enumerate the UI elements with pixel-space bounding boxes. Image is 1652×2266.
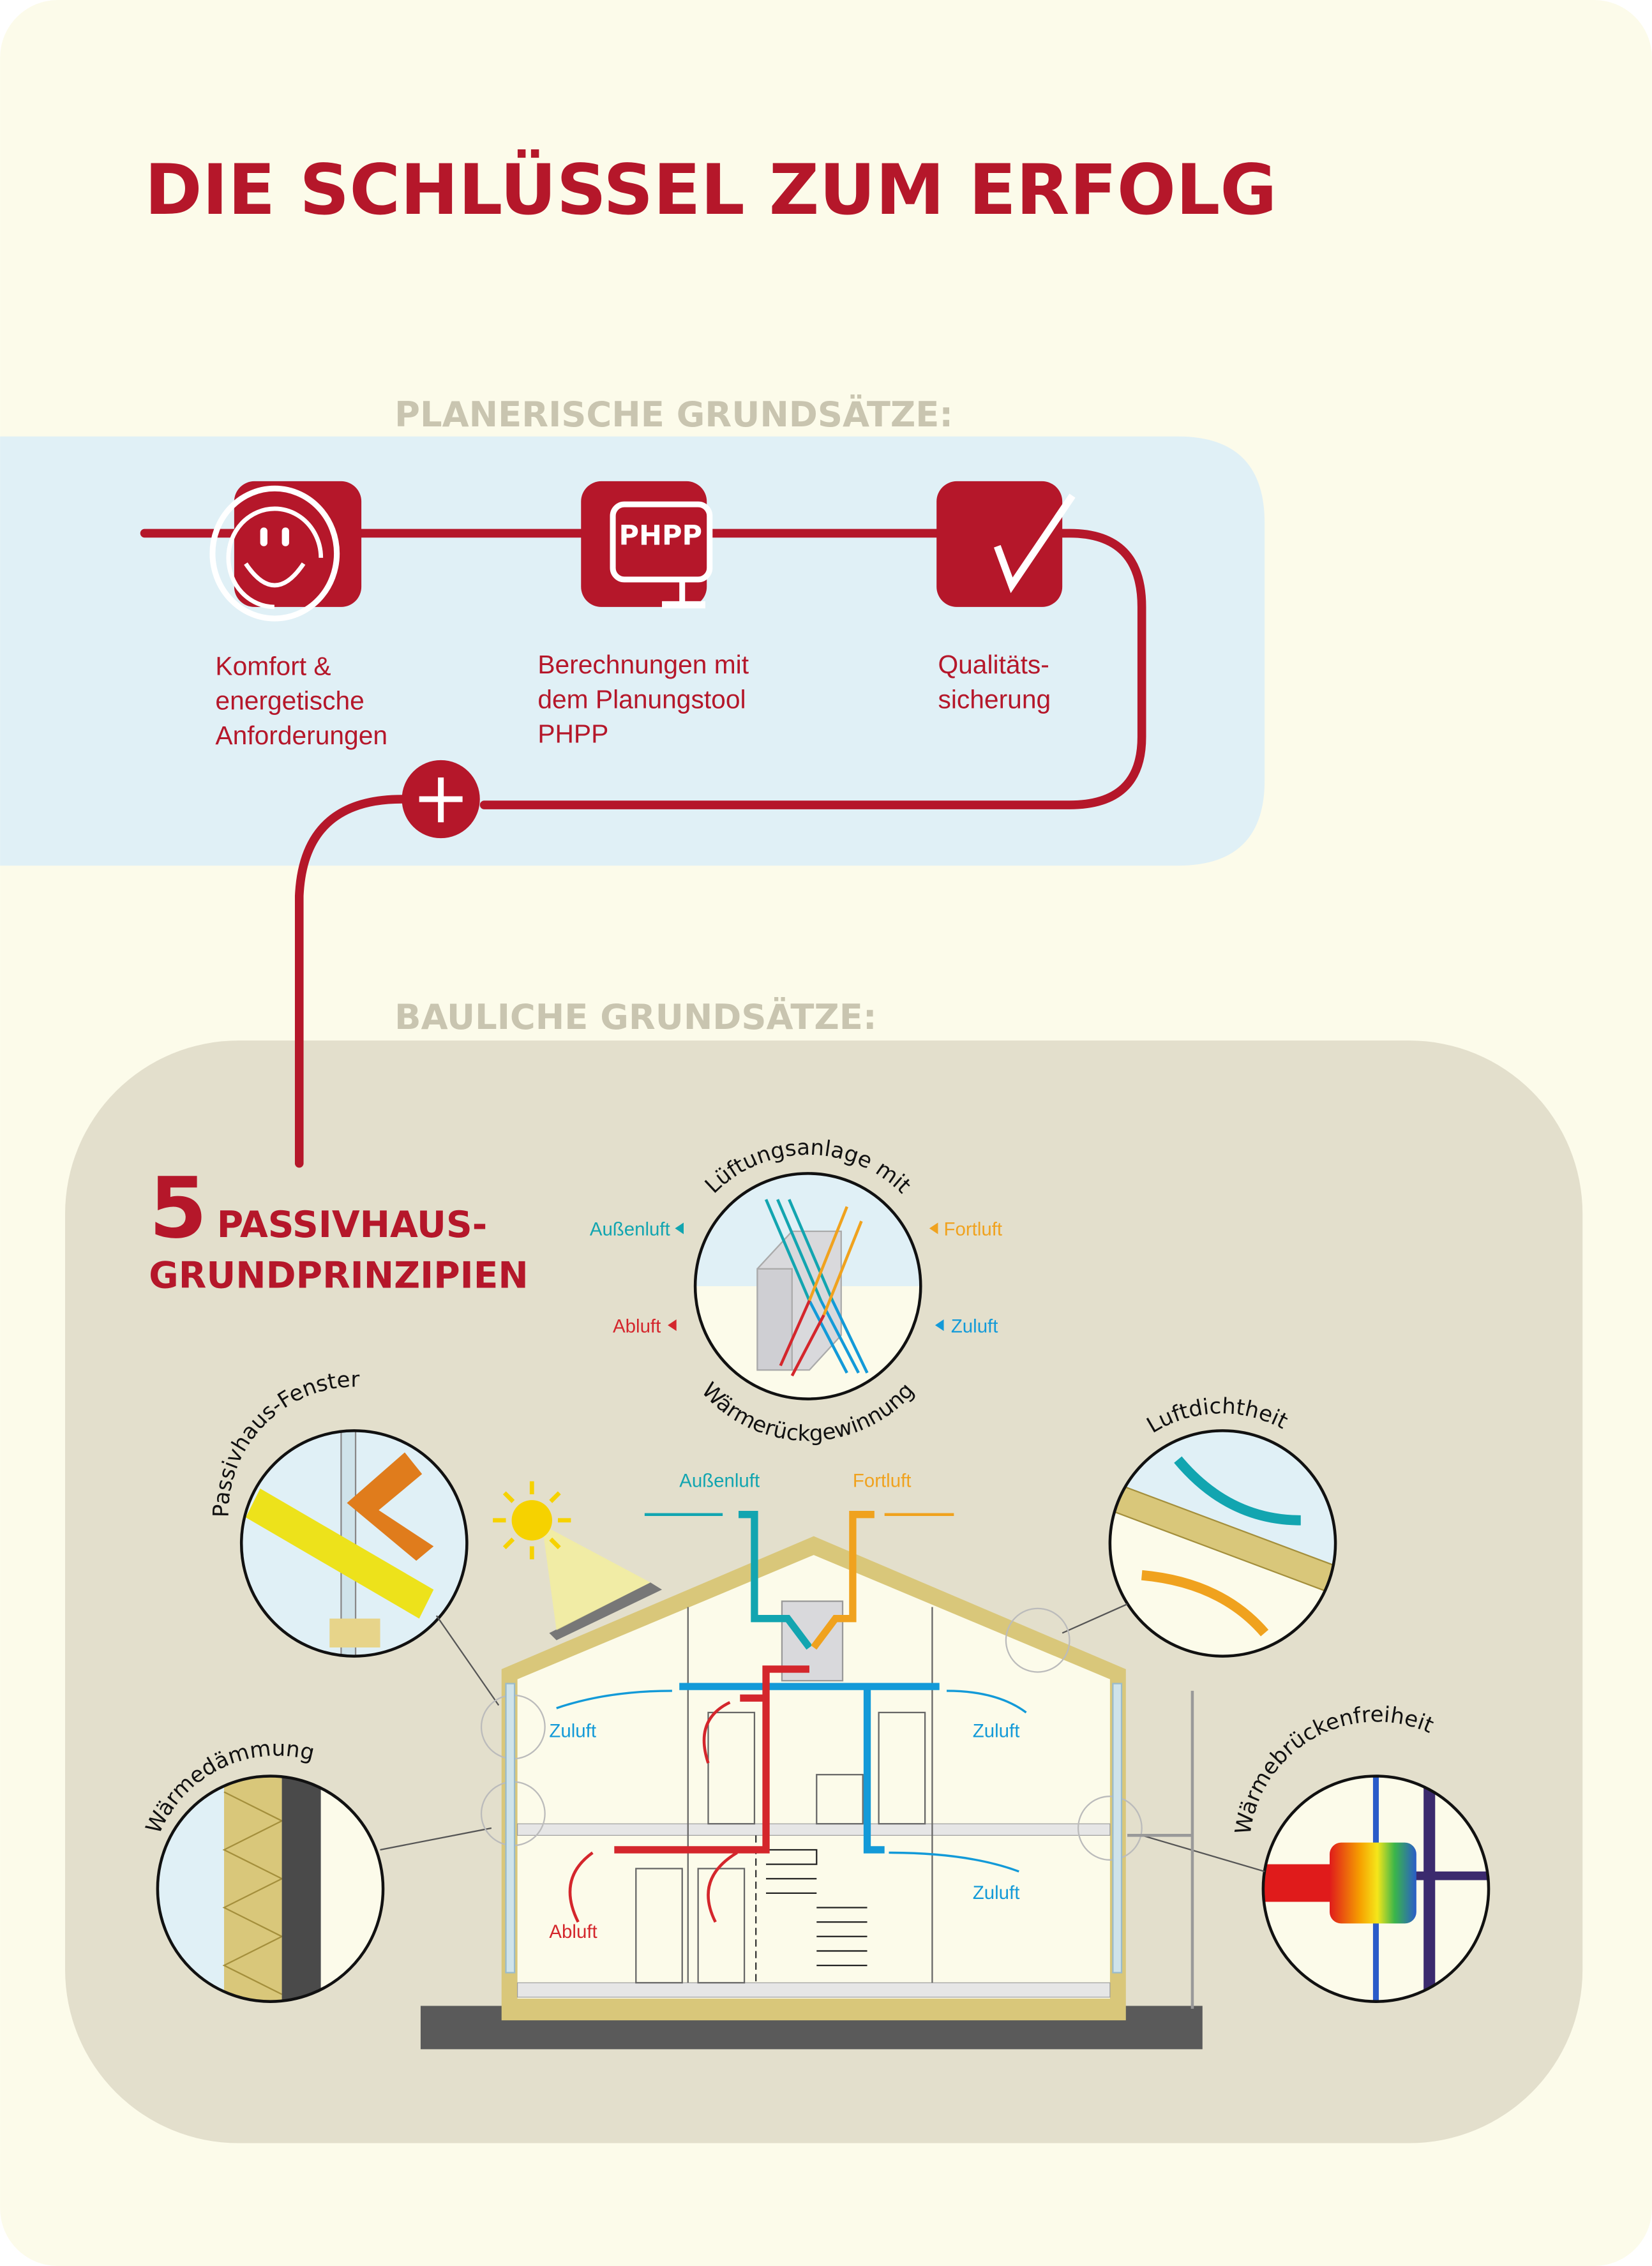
- arrow-icon: [675, 1222, 684, 1234]
- phpp-monitor-icon: PHPP: [581, 481, 713, 609]
- house-fortluft-label: Fortluft: [853, 1471, 912, 1492]
- planning-heading: PLANERISCHE GRUNDSÄTZE:: [394, 394, 953, 435]
- house-zuluft-label: Zuluft: [973, 1882, 1020, 1903]
- connector-line: [140, 529, 1146, 809]
- step-label: Anforderungen: [215, 721, 387, 750]
- step-label: sicherung: [938, 684, 1051, 714]
- house-zuluft-label: Zuluft: [973, 1720, 1020, 1741]
- checkmark-icon: [936, 481, 1076, 607]
- step-label: Komfort &: [215, 651, 331, 680]
- vent-abluft-label: Abluft: [613, 1316, 661, 1337]
- house-aussenluft-label: Außenluft: [679, 1471, 760, 1492]
- step-label: Berechnungen mit: [537, 650, 749, 679]
- callout-lines: [380, 1603, 1265, 1873]
- house-cross-section: [420, 1481, 1203, 2050]
- step-label: PHPP: [537, 719, 608, 749]
- plus-icon: [402, 760, 480, 839]
- arrow-icon: [935, 1319, 944, 1332]
- vent-zuluft-label: Zuluft: [951, 1316, 998, 1337]
- connector-line-down: [294, 795, 407, 1168]
- principles-line1: PASSIVHAUS-: [217, 1204, 488, 1246]
- vent-aussenluft-label: Außenluft: [590, 1219, 670, 1240]
- phpp-icon-text: PHPP: [619, 520, 702, 552]
- house-abluft-label: Abluft: [549, 1921, 597, 1942]
- arrow-icon: [668, 1319, 677, 1332]
- window-detail: Passivhaus-Fenster: [209, 1367, 469, 1658]
- page-title: DIE SCHLÜSSEL ZUM ERFOLG: [145, 149, 1277, 230]
- insulation-detail: Wärmedämmung: [141, 1736, 385, 2003]
- ventilation-detail: Lüftungsanlage mit Wärmerückgewinnung: [693, 1135, 922, 1446]
- airtightness-detail: Luftdichtheit: [1108, 1393, 1337, 1658]
- principles-line2: GRUNDPRINZIPIEN: [149, 1254, 528, 1296]
- smiley-icon: [209, 481, 362, 622]
- step-label: dem Planungstool: [537, 684, 746, 714]
- house-zuluft-label: Zuluft: [549, 1720, 596, 1741]
- arrow-icon: [929, 1222, 938, 1234]
- building-heading: BAULICHE GRUNDSÄTZE:: [394, 996, 876, 1037]
- step-label: Qualitäts-: [938, 650, 1049, 679]
- vent-fortluft-label: Fortluft: [944, 1219, 1003, 1240]
- step-label: energetische: [215, 686, 364, 716]
- sun-icon: [511, 1500, 552, 1541]
- principles-number: 5: [149, 1159, 207, 1257]
